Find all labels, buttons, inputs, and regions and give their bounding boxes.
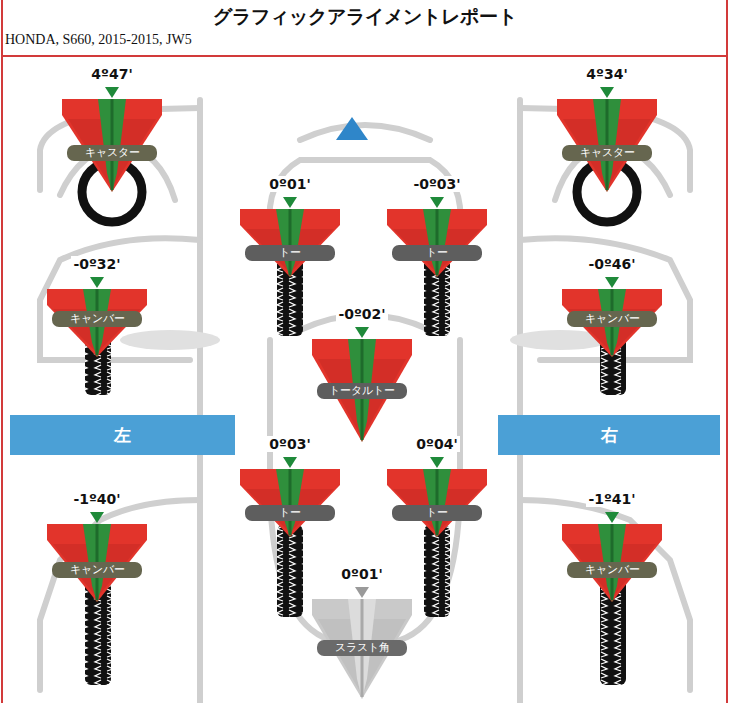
value-text: 4º34'	[584, 66, 629, 82]
side-label: 右	[601, 424, 618, 447]
side-label: 左	[114, 424, 131, 447]
gauge-label: キャンバー	[52, 562, 142, 578]
alignment-gauge: 4º34' キャスター	[557, 65, 657, 192]
vehicle-info: HONDA, S660, 2015-2015, JW5	[5, 32, 192, 48]
alignment-gauge: 0º04' トー	[387, 435, 487, 537]
measured-value: 0º03'	[240, 435, 340, 453]
gauge-label: トータルトー	[317, 383, 407, 399]
alignment-gauge: 0º01' トー	[240, 175, 340, 277]
measured-value: 4º34'	[557, 65, 657, 83]
value-text: -0º03'	[411, 176, 462, 192]
alignment-gauge: -1º41' キャンバー	[562, 490, 662, 602]
alignment-gauge: -0º03' トー	[387, 175, 487, 277]
gauge-label: キャンバー	[567, 311, 657, 327]
measured-value: 0º01'	[312, 565, 412, 583]
gauge-scale	[240, 197, 340, 277]
gauge-label: キャンバー	[567, 562, 657, 578]
value-text: -0º02'	[336, 306, 387, 322]
gauge-label: スラスト角	[317, 640, 407, 656]
measured-value: -0º02'	[312, 305, 412, 323]
gauge-scale	[387, 457, 487, 537]
alignment-gauge: -0º32' キャンバー	[47, 255, 147, 357]
alignment-gauge: -0º46' キャンバー	[562, 255, 662, 357]
value-text: -0º46'	[586, 256, 637, 272]
measured-value: 4º47'	[62, 65, 162, 83]
gauge-label: キャスター	[67, 145, 157, 161]
gauge-scale	[62, 87, 162, 192]
value-text: 0º03'	[267, 436, 312, 452]
side-band: 右	[498, 415, 720, 455]
alignment-gauge: -0º02' トータルトー	[312, 305, 412, 442]
gauge-scale	[557, 87, 657, 192]
value-text: -1º40'	[71, 491, 122, 507]
gauge-label: トー	[245, 505, 335, 521]
side-band: 左	[10, 415, 235, 455]
measured-value: -1º41'	[562, 490, 662, 508]
gauge-label: キャンバー	[52, 311, 142, 327]
alignment-gauge: 0º01' スラスト角	[312, 565, 412, 699]
alignment-gauge: 0º03' トー	[240, 435, 340, 537]
value-text: 0º01'	[339, 566, 384, 582]
value-text: 4º47'	[89, 66, 134, 82]
alignment-gauge: 4º47' キャスター	[62, 65, 162, 192]
measured-value: 0º04'	[387, 435, 487, 453]
gauge-scale	[47, 512, 147, 602]
value-text: 0º01'	[267, 176, 312, 192]
report-title: グラフィックアライメントレポート	[0, 4, 730, 30]
measured-value: -0º46'	[562, 255, 662, 273]
gauge-label: キャスター	[562, 145, 652, 161]
value-text: -1º41'	[586, 491, 637, 507]
value-text: -0º32'	[71, 256, 122, 272]
value-text: 0º04'	[414, 436, 459, 452]
gauge-label: トー	[392, 505, 482, 521]
measured-value: -0º32'	[47, 255, 147, 273]
gauge-label: トー	[392, 245, 482, 261]
alignment-gauge: -1º40' キャンバー	[47, 490, 147, 602]
measured-value: -0º03'	[387, 175, 487, 193]
gauge-scale	[562, 512, 662, 602]
gauge-scale	[387, 197, 487, 277]
gauge-scale	[240, 457, 340, 537]
measured-value: 0º01'	[240, 175, 340, 193]
measured-value: -1º40'	[47, 490, 147, 508]
gauge-label: トー	[245, 245, 335, 261]
